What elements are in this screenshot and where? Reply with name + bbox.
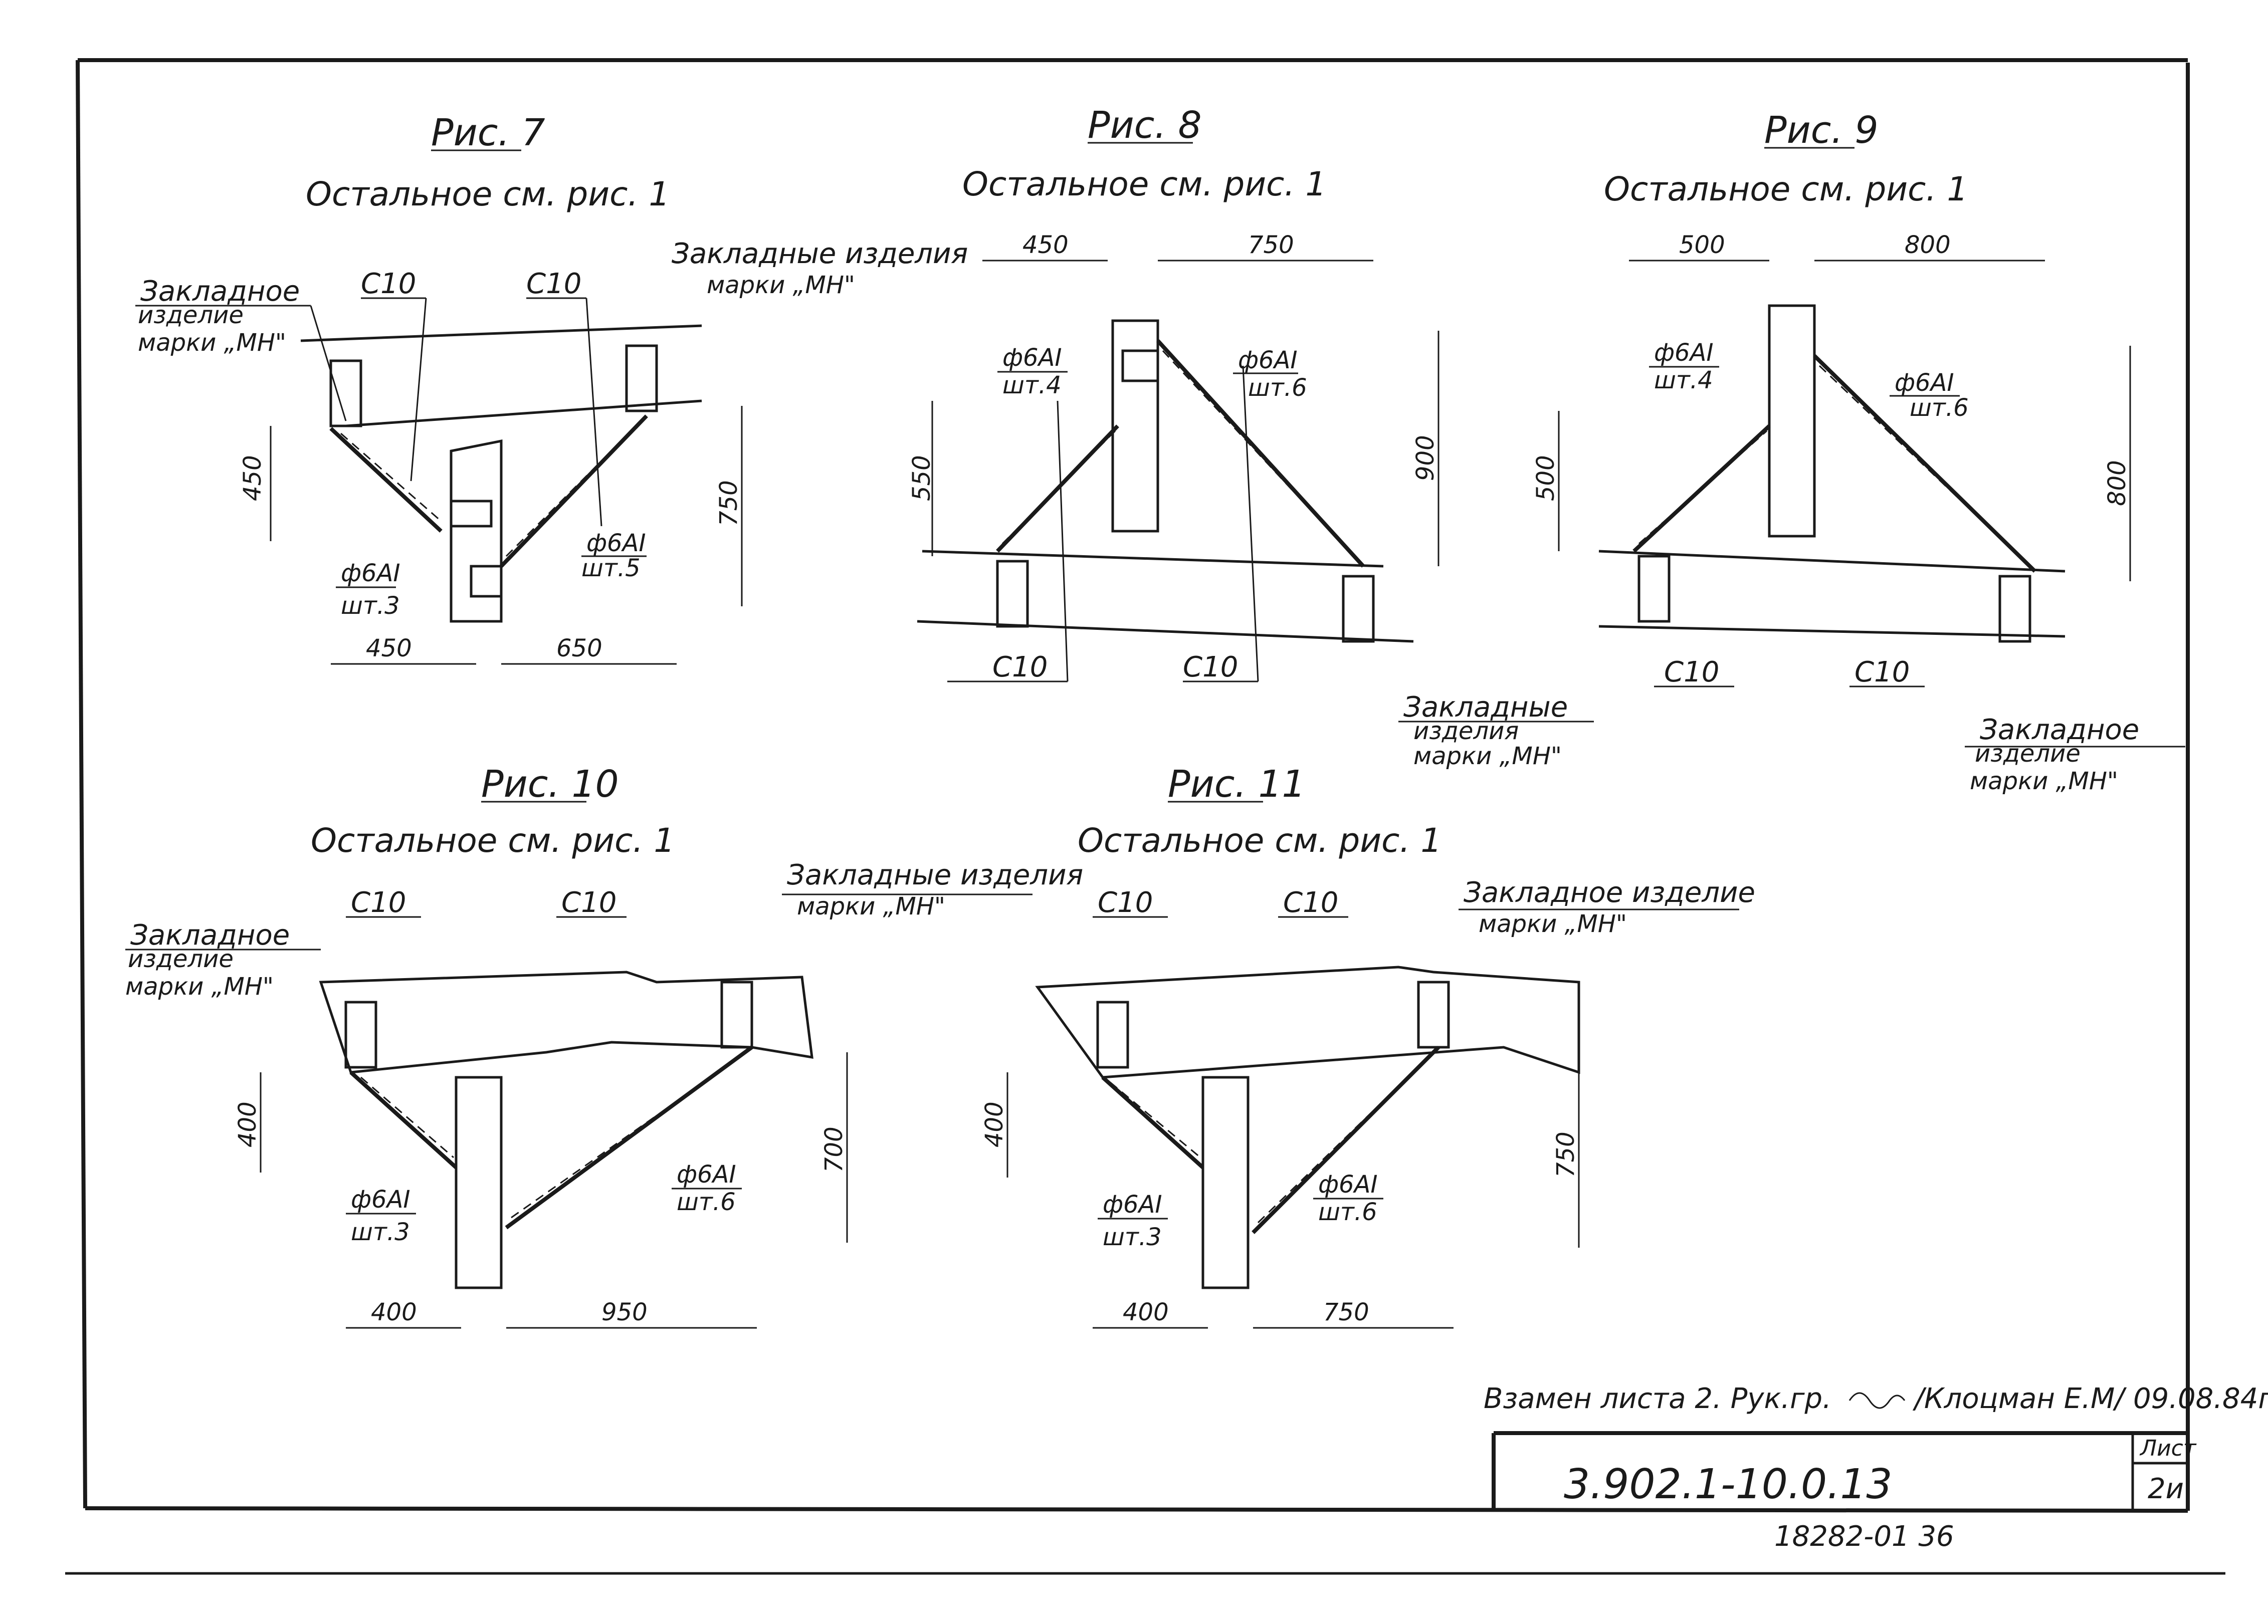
- fig8-channel-left: С10: [992, 651, 1048, 683]
- fig8-rebar-right: ф6АI: [1238, 346, 1298, 374]
- fig10-rebar-left: ф6АI: [351, 1186, 410, 1214]
- fig7-rebar-label-2: ф6АI: [586, 529, 646, 557]
- fig10-embed-plural-2: марки „МН": [797, 892, 945, 920]
- fig8-title: Рис. 8: [1088, 104, 1202, 147]
- fig8-dim-550-v: 550: [908, 455, 936, 501]
- fig7-channel-left: С10: [361, 268, 416, 300]
- fig10-dim-700-v: 700: [820, 1126, 848, 1173]
- fig9-rebar-left: ф6АI: [1654, 339, 1714, 367]
- fig7-embed-plural-1: Закладные изделия: [672, 238, 968, 270]
- fig7-note: Остальное см. рис. 1: [306, 175, 670, 213]
- fig10-rebar-right: ф6АI: [677, 1161, 736, 1189]
- fig10-rebar-left-pcs: шт.3: [351, 1218, 410, 1246]
- fig11-dim-400-h: 400: [1123, 1298, 1169, 1326]
- signature-mark: [1848, 1392, 1906, 1409]
- fig9-dim-500-v: 500: [1532, 455, 1560, 501]
- signer: /Клоцман Е.М/ 09.08.84г.: [1912, 1382, 2268, 1415]
- fig7-rebar-pcs: шт.3: [341, 592, 400, 620]
- fig10-channel-right: С10: [561, 886, 616, 919]
- sheet-label: Лист: [2139, 1436, 2197, 1461]
- archive-number: 18282-01 36: [1774, 1520, 1954, 1553]
- figure-10: Рис. 10 Остальное см. рис. 1 Закладное и…: [125, 763, 1083, 1329]
- fig7-rebar-label: ф6АI: [341, 559, 400, 587]
- fig11-rebar-right-pcs: шт.6: [1318, 1198, 1377, 1226]
- fig11-embed-line: Закладное изделие: [1464, 876, 1755, 909]
- fig9-dim-500-h: 500: [1679, 231, 1725, 259]
- figure-7: Рис. 7 Остальное см. рис. 1 Закладное из…: [135, 111, 968, 665]
- fig11-channel-left: С10: [1098, 886, 1153, 919]
- fig8-rebar-left-pcs: шт.4: [1002, 371, 1062, 399]
- fig7-dim-650-h: 650: [556, 634, 602, 662]
- fig7-dim-450-v: 450: [239, 455, 267, 501]
- fig11-dim-750-h: 750: [1323, 1298, 1369, 1326]
- fig8-embed-plural-1: Закладные изделия: [672, 238, 968, 270]
- fig8-dim-750-h: 750: [1248, 231, 1294, 259]
- figure-11: Рис. 11 Остальное см. рис. 1 С10 С10 Зак…: [980, 763, 1755, 1329]
- sheet-number: 2и: [2148, 1473, 2184, 1505]
- fig7-embed-plural-2: марки „МН": [707, 271, 855, 299]
- document-code: 3.902.1-10.0.13: [1564, 1461, 1893, 1508]
- fig7-title: Рис. 7: [431, 111, 545, 154]
- fig9-channel-left: С10: [1664, 656, 1719, 688]
- replace-note: Взамен листа 2. Рук.гр.: [1484, 1382, 1831, 1415]
- fig8-channel-right: С10: [1183, 651, 1238, 683]
- fig9-channel-right: С10: [1854, 656, 1910, 688]
- fig9-rebar-right: ф6АI: [1895, 369, 1954, 397]
- fig9-embed-label-3: марки „МН": [1970, 767, 2118, 795]
- fig9-embed-label-2: изделие: [1975, 740, 2081, 768]
- fig11-rebar-left: ф6АI: [1103, 1191, 1162, 1219]
- fig7-channel-right: С10: [526, 268, 581, 300]
- fig8-rebar-right-pcs: шт.6: [1248, 374, 1307, 402]
- fig7-embed-label-3: марки „МН": [138, 329, 286, 357]
- fig11-note: Остальное см. рис. 1: [1078, 821, 1441, 860]
- fig11-title: Рис. 11: [1168, 763, 1306, 806]
- title-stamp: Взамен листа 2. Рук.гр. /Клоцман Е.М/ 09…: [1484, 1382, 2268, 1553]
- fig10-dim-400-h: 400: [371, 1298, 417, 1326]
- fig10-note: Остальное см. рис. 1: [311, 821, 675, 860]
- fig8-note: Остальное см. рис. 1: [962, 165, 1326, 203]
- fig7-dim-750-v: 750: [715, 480, 743, 526]
- fig7-embed-label-1: Закладное: [140, 275, 300, 308]
- fig8-dim-450-h: 450: [1022, 231, 1069, 259]
- fig10-dim-400-v: 400: [234, 1101, 262, 1147]
- fig11-dim-400-v: 400: [980, 1101, 1008, 1147]
- fig10-rebar-right-pcs: шт.6: [677, 1188, 736, 1216]
- fig9-note: Остальное см. рис. 1: [1604, 170, 1968, 208]
- fig9-dim-800-v: 800: [2103, 460, 2131, 506]
- fig9-rebar-left-pcs: шт.4: [1654, 366, 1713, 394]
- fig8-rebar-left: ф6АI: [1002, 344, 1062, 372]
- fig11-dim-750-v: 750: [1552, 1131, 1580, 1178]
- fig10-title: Рис. 10: [481, 763, 619, 806]
- fig9-dim-800-h: 800: [1905, 231, 1951, 259]
- fig11-embed-line-2: марки „МН": [1479, 910, 1627, 938]
- fig10-dim-950-h: 950: [601, 1298, 648, 1326]
- fig9-title: Рис. 9: [1764, 109, 1879, 152]
- fig11-channel-right: С10: [1283, 886, 1338, 919]
- figure-9: Рис. 9 Остальное см. рис. 1 500 800 ф6АI…: [1532, 109, 2185, 795]
- fig11-rebar-right: ф6АI: [1318, 1171, 1378, 1199]
- fig10-embed-label-1: Закладное: [130, 919, 290, 952]
- fig11-rebar-left-pcs: шт.3: [1103, 1223, 1162, 1251]
- fig7-rebar-pcs-2: шт.5: [581, 554, 641, 582]
- sheet-frame: [65, 58, 2225, 1575]
- fig9-embed-label-1: Закладное: [1980, 714, 2139, 746]
- figure-8: Рис. 8 Остальное см. рис. 1 450 750 Закл…: [672, 104, 1594, 770]
- fig7-dim-450-h: 450: [366, 634, 412, 662]
- fig10-channel-left: С10: [351, 886, 406, 919]
- fig9-rebar-right-pcs: шт.6: [1910, 394, 1969, 422]
- fig8-embed-plural-a: Закладные: [1403, 691, 1568, 724]
- fig8-embed-plural-c: марки „МН": [1413, 742, 1562, 770]
- fig10-embed-label-3: марки „МН": [125, 973, 274, 1001]
- fig10-embed-plural-1: Закладные изделия: [787, 859, 1083, 891]
- fig8-dim-900-v: 900: [1411, 435, 1439, 481]
